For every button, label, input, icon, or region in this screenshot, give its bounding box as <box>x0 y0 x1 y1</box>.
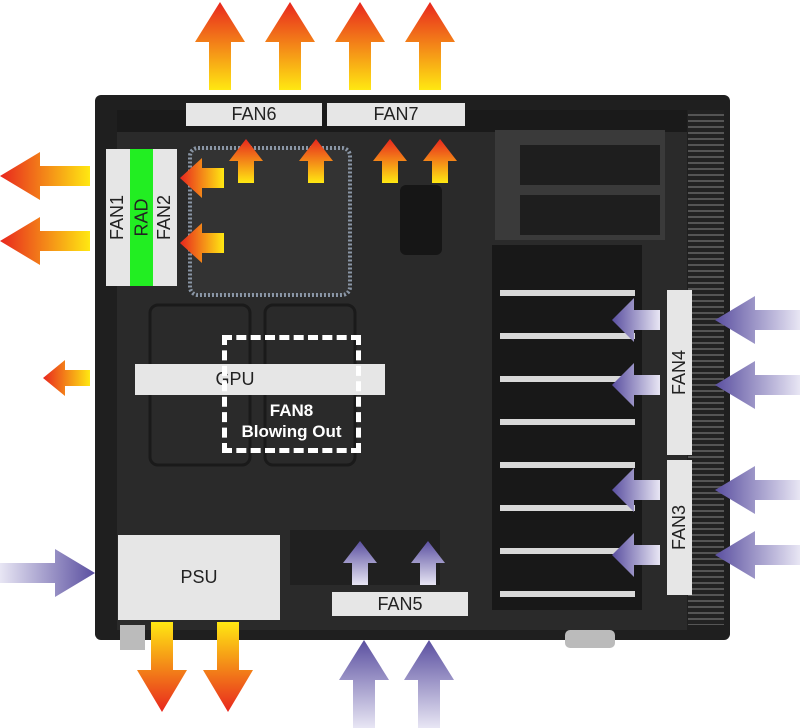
fan2-label: FAN2 <box>153 149 177 286</box>
fan3-label: FAN3 <box>667 460 692 595</box>
fan1-label: FAN1 <box>106 149 130 286</box>
exhaust-arrows-top-inner <box>229 139 457 183</box>
exhaust-arrows-radiator-inner <box>180 158 224 263</box>
fan8-title: FAN8 <box>269 401 314 420</box>
fan8-note: Blowing Out <box>241 422 342 441</box>
intake-arrow-psu <box>0 549 95 597</box>
fan8-text: FAN8 Blowing Out <box>222 400 361 442</box>
fan7-label: FAN7 <box>327 103 465 126</box>
exhaust-arrows-top <box>195 2 455 90</box>
psu-label: PSU <box>118 535 280 620</box>
exhaust-arrows-rear <box>0 152 90 396</box>
exhaust-arrows-psu <box>137 622 253 712</box>
radiator-mesh <box>188 146 352 297</box>
intake-arrows-front <box>612 296 800 579</box>
gpu-label: GPU <box>135 364 385 395</box>
fan5-label: FAN5 <box>332 592 468 616</box>
radiator-label: RAD <box>130 149 153 286</box>
intake-arrows-bottom <box>339 541 454 728</box>
fan6-label: FAN6 <box>186 103 322 126</box>
fan4-label: FAN4 <box>667 290 692 455</box>
fan8-outline <box>222 335 361 453</box>
front-vent <box>688 110 724 625</box>
